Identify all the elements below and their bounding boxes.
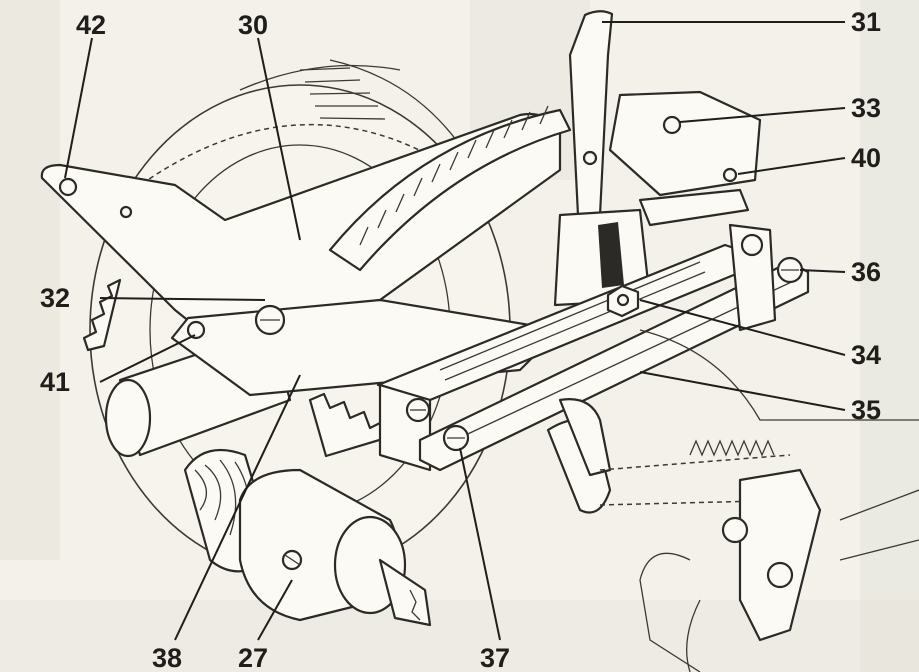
drive-gear — [82, 278, 388, 458]
screw-rail-left — [405, 397, 431, 423]
callout-34: 34 — [851, 340, 881, 370]
callout-42: 42 — [76, 10, 106, 40]
screw-32 — [254, 304, 286, 336]
callout-37: 37 — [480, 643, 510, 672]
vertical-lever — [553, 10, 652, 307]
callout-41: 41 — [40, 367, 70, 397]
callout-32: 32 — [40, 283, 70, 313]
nut-34 — [606, 284, 640, 318]
sector-lever — [40, 105, 572, 332]
right-housing — [728, 223, 777, 332]
output-shaft — [378, 558, 432, 627]
screw-36 — [776, 256, 804, 284]
screw-37 — [442, 424, 470, 452]
spring-linkage — [546, 398, 919, 672]
callout-40: 40 — [851, 143, 881, 173]
callout-33: 33 — [851, 93, 881, 123]
machine-frame — [639, 329, 919, 672]
callout-27: 27 — [238, 643, 268, 672]
callout-31: 31 — [851, 7, 881, 37]
callout-38: 38 — [152, 643, 182, 672]
leader-lines — [64, 21, 846, 641]
callout-36: 36 — [851, 257, 881, 287]
callout-labels: 42 30 31 33 40 36 32 34 41 35 38 27 37 — [40, 7, 881, 672]
callout-30: 30 — [238, 10, 268, 40]
upper-bracket — [608, 90, 762, 227]
callout-35: 35 — [851, 395, 881, 425]
